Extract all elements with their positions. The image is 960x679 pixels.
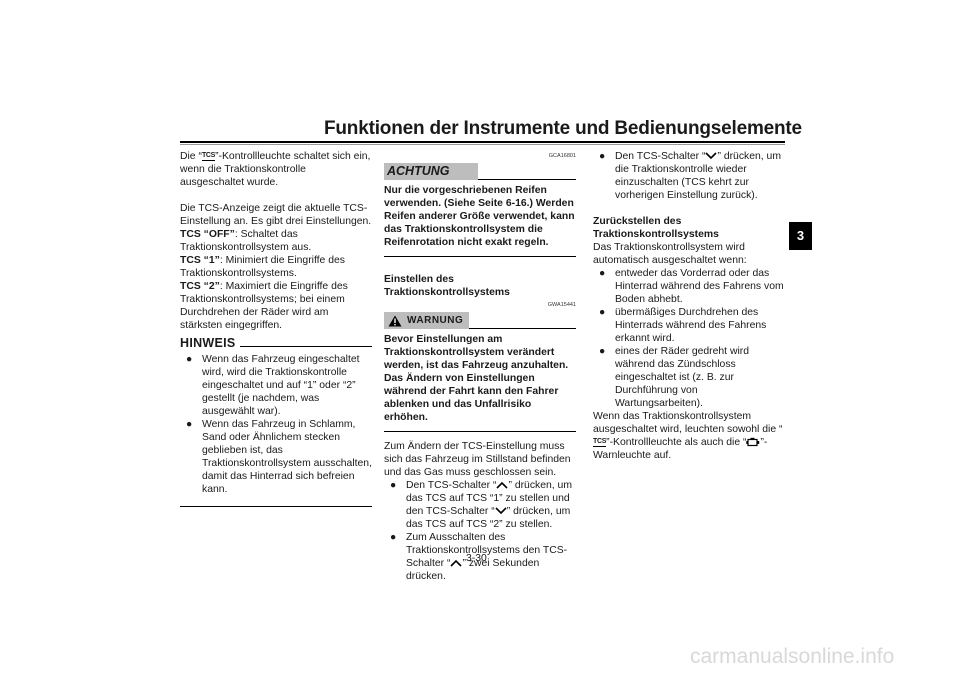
text-fragment: ” drücken, um die Traktionskontrolle wie… [615,151,781,201]
intro-paragraph: Zum Ändern der TCS-Einstellung muss sich… [384,441,571,478]
list-item: ● Den TCS-Schalter “” drücken, um das TC… [384,479,576,531]
list-item: ● eines der Räder gedreht wird während da… [593,345,785,410]
column-middle: GCA16801 ACHTUNG Nur die vorgeschriebene… [384,150,576,583]
chapter-tab: 3 [789,222,812,250]
tcs-setting-1: TCS “1”: Minimiert die Eingriffe des Tra… [180,254,372,280]
list-item-text: Wenn das Fahrzeug in Schlamm, Sand oder … [202,419,372,495]
page-title: Funktionen der Instrumente und Bedienung… [324,118,802,139]
list-item-text: übermäßiges Durchdrehen des Hinterrads w… [615,307,767,344]
achtung-end-rule [384,256,576,257]
chevron-down-icon [705,152,718,160]
list-item: ● Wenn das Fahrzeug eingeschaltet wird, w… [180,353,372,418]
column-right: ● Den TCS-Schalter “” drücken, um die Tr… [593,150,785,462]
header-rule [180,141,785,143]
setting-text: : Maximiert die Eingriffe des Traktionsk… [180,281,348,331]
setting-label: TCS “1” [180,255,220,266]
list-item-text: entweder das Vorderrad oder das Hinterra… [615,268,784,305]
warnung-label: WARNUNG [407,315,464,326]
setting-label: TCS “2” [180,281,220,292]
chevron-up-icon [450,560,463,567]
text-fragment: ” drücken, um das TCS auf TCS “2” zu ste… [406,506,571,530]
header-rule-thin [180,144,785,145]
achtung-text: Nur die vorgeschriebenen Reifen verwende… [384,185,575,248]
page-number: 3-30 [466,553,487,564]
setting-label: TCS “OFF” [180,229,235,240]
setting-text: : Schaltet das Traktionskontrollsystem a… [180,229,312,253]
watermark: carmanualsonline.info [690,645,895,668]
text-fragment: ”-Warnleuchte auf. [593,437,768,461]
bullet-icon: ● [390,532,397,543]
text-fragment: ”-Kontrollleuchte schaltet sich ein, wen… [180,151,371,188]
list-item: ● Den TCS-Schalter “” drücken, um die Tr… [593,150,785,202]
text-fragment: Den TCS-Schalter “ [615,151,706,162]
warnung-end-rule [384,431,576,432]
tcs-indicator-paragraph: Die “TCS”-Kontrollleuchte schaltet sich … [180,150,372,189]
column-left: Die “TCS”-Kontrollleuchte schaltet sich … [180,150,372,507]
list-item: ● entweder das Vorderrad oder das Hinterr… [593,267,785,306]
section-heading: Zurückstellen des Traktionskontrollsyste… [593,216,719,240]
chevron-down-icon [495,507,507,515]
text-fragment: Zum Ausschalten des Traktionskontrollsys… [406,532,568,569]
text-fragment: ” drücken, um das TCS auf TCS “1” zu ste… [406,480,572,517]
section-heading: Einstellen des Traktionskontrollsystems [384,274,510,298]
bullet-icon: ● [390,480,397,491]
intro-paragraph: Das Traktionskontrollsystem wird automat… [593,242,747,266]
text-fragment: Wenn das Traktionskontrollsystem ausgesc… [593,411,783,435]
tcs-setting-2: TCS “2”: Maximiert die Eingriffe des Tra… [180,280,372,332]
text-fragment: Die “ [180,151,202,162]
setting-text: : Minimiert die Eingriffe des Traktionsk… [180,255,345,279]
list-item: ● Wenn das Fahrzeug in Schlamm, Sand oder… [180,418,372,496]
bullet-icon: ● [599,307,606,318]
list-item-text: eines der Räder gedreht wird während das… [615,346,749,409]
bullet-icon: ● [599,346,606,357]
hinweis-label: HINWEIS [180,336,236,350]
outro-paragraph: Wenn das Traktionskontrollsystem ausgesc… [593,410,785,462]
bullet-icon: ● [186,419,193,430]
text-fragment: ” zwei Sekunden drücken. [406,558,540,582]
chevron-up-icon [496,482,509,489]
warnung-code: GWA15441 [547,302,576,308]
bullet-icon: ● [599,268,606,279]
achtung-label: ACHTUNG [384,163,478,180]
warnung-text: Bevor Einstellungen am Traktionskontroll… [384,334,569,423]
list-item: ● Zum Ausschalten des Traktionskontrolls… [384,531,576,583]
warnung-heading: WARNUNG [384,312,576,329]
tcs-display-paragraph: Die TCS-Anzeige zeigt die aktuelle TCS-E… [180,203,372,227]
list-item-text: Wenn das Fahrzeug eingeschaltet wird, wi… [202,354,360,417]
engine-warning-icon [746,438,760,447]
hinweis-heading: HINWEIS [180,337,372,350]
text-fragment: Den TCS-Schalter “ [406,480,497,491]
bullet-icon: ● [599,151,606,162]
hinweis-end-rule [180,506,372,507]
tcs-indicator-icon: TCS [201,151,216,161]
bullet-icon: ● [186,354,193,365]
tcs-indicator-icon: TCS [593,437,607,447]
warnung-label-box: WARNUNG [384,312,470,329]
tcs-setting-off: TCS “OFF”: Schaltet das Traktionskontrol… [180,228,372,254]
warning-triangle-icon [388,315,402,326]
text-fragment: ”-Kontrollleuchte als auch die “ [606,437,747,448]
achtung-code: GCA16801 [548,153,576,159]
achtung-heading: ACHTUNG [384,163,576,180]
list-item: ● übermäßiges Durchdrehen des Hinterrads … [593,306,785,345]
